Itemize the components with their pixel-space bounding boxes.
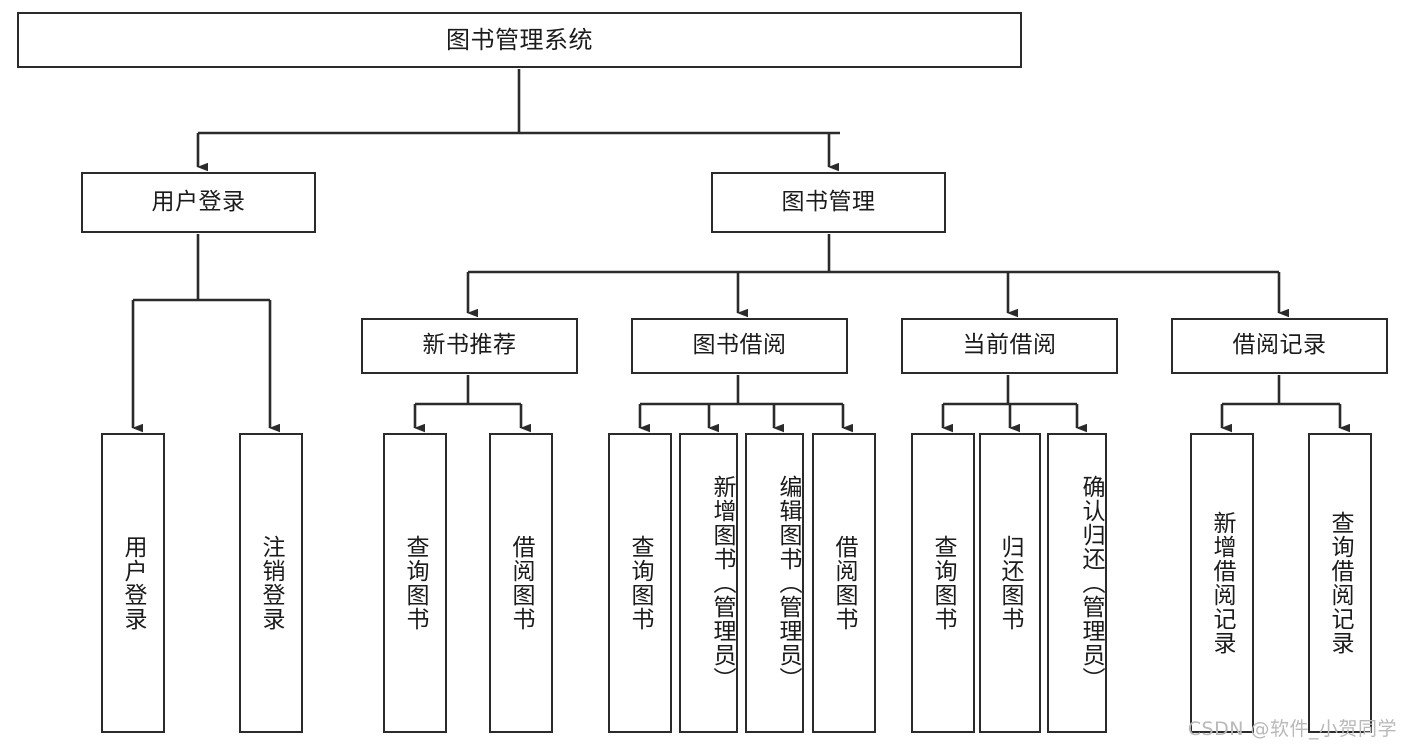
leaf-add-book[interactable]: 新增图书（管理员） (679, 433, 738, 733)
node-borrow-record[interactable]: 借阅记录 (1171, 318, 1388, 374)
leaf-confirm-return[interactable]: 确认归还（管理员） (1047, 433, 1107, 733)
leaf-user-login[interactable]: 用户登录 (101, 433, 165, 733)
leaf-query-book-2[interactable]: 查询图书 (608, 433, 672, 733)
leaf-query-book-3[interactable]: 查询图书 (911, 433, 975, 733)
leaf-add-record[interactable]: 新增借阅记录 (1190, 433, 1254, 733)
leaf-return-book[interactable]: 归还图书 (979, 433, 1041, 733)
leaf-query-record[interactable]: 查询借阅记录 (1308, 433, 1372, 733)
node-user-login[interactable]: 用户登录 (81, 172, 316, 233)
leaf-borrow-book-1[interactable]: 借阅图书 (489, 433, 553, 733)
leaf-query-book-1[interactable]: 查询图书 (383, 433, 447, 733)
leaf-borrow-book-2[interactable]: 借阅图书 (812, 433, 876, 733)
csdn-watermark: CSDN @软件_小贺同学 (1187, 718, 1397, 740)
node-root-book-management-system[interactable]: 图书管理系统 (17, 12, 1022, 68)
leaf-edit-book[interactable]: 编辑图书（管理员） (745, 433, 804, 733)
node-book-borrow[interactable]: 图书借阅 (631, 318, 848, 374)
leaf-logout-login[interactable]: 注销登录 (239, 433, 303, 733)
node-current-borrow[interactable]: 当前借阅 (901, 318, 1118, 374)
node-book-management[interactable]: 图书管理 (711, 172, 946, 233)
node-new-book-recommend[interactable]: 新书推荐 (361, 318, 578, 374)
